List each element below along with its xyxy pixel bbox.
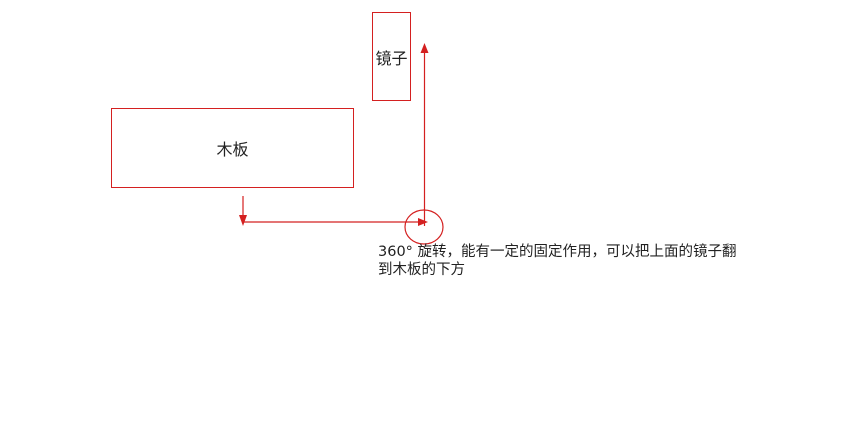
right-arrowhead	[418, 218, 428, 226]
rotation-joint-circle	[404, 209, 444, 245]
note-line-2: 到木板的下方	[378, 262, 465, 278]
down-arrowhead	[239, 215, 247, 226]
mirror-label: 镜子	[375, 48, 408, 68]
board-box: 木板	[111, 108, 354, 188]
rotation-note: 360° 旋转，能有一定的固定作用，可以把上面的镜子翻 到木板的下方	[378, 243, 855, 279]
note-line-1: 360° 旋转，能有一定的固定作用，可以把上面的镜子翻	[378, 244, 737, 260]
mirror-box: 镜子	[372, 12, 411, 101]
board-label: 木板	[216, 140, 249, 159]
up-arrowhead	[420, 43, 429, 53]
